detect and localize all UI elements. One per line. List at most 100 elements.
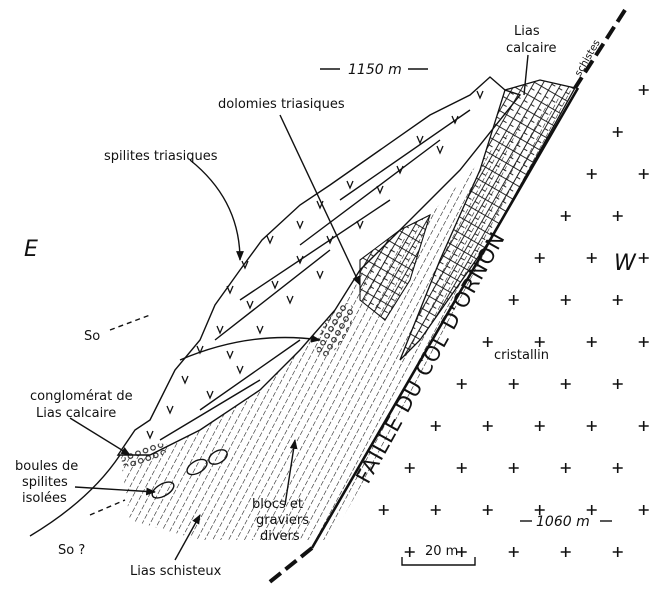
- v-mark: [376, 185, 384, 195]
- cross-mark: [404, 547, 415, 557]
- v-mark: [166, 405, 174, 415]
- v-mark: [236, 365, 244, 375]
- label-lias-calcaire-top: Lias: [514, 24, 540, 39]
- cross-mark: [482, 505, 493, 515]
- cross-mark: [534, 505, 545, 515]
- label-blocs: blocs et: [252, 497, 303, 512]
- v-mark: [241, 260, 249, 270]
- v-mark: [436, 145, 444, 155]
- spilite-boulder: [151, 481, 175, 499]
- v-mark: [226, 285, 234, 295]
- cross-mark: [508, 463, 519, 473]
- scale-bar: [401, 557, 476, 566]
- cross-mark: [430, 505, 441, 515]
- label-dolomies: dolomies triasiques: [218, 97, 345, 112]
- v-mark: [206, 390, 214, 400]
- v-mark: [416, 135, 424, 145]
- v-mark: [476, 90, 484, 100]
- cross-mark: [430, 421, 441, 431]
- spilite-boulder: [186, 458, 208, 476]
- altitude-top: 1150 m: [348, 62, 402, 78]
- cross-mark: [638, 169, 649, 179]
- cross-mark: [612, 463, 623, 473]
- v-mark: [216, 325, 224, 335]
- cross-mark: [508, 547, 519, 557]
- cross-mark: [534, 421, 545, 431]
- dolomies-zone: [359, 213, 431, 321]
- cross-mark: [638, 253, 649, 263]
- cross-mark: [612, 211, 623, 221]
- label-arrows: [29, 54, 529, 561]
- label-blocs: graviers: [256, 513, 309, 528]
- v-mark: [346, 180, 354, 190]
- conglomerat-base: [121, 443, 169, 467]
- cross-mark: [612, 127, 623, 137]
- v-mark: [356, 220, 364, 230]
- altitude-bottom: 1060 m: [536, 514, 590, 530]
- label-conglomerat: conglomérat de: [30, 389, 133, 404]
- cross-mark: [378, 505, 389, 515]
- spilite-boulder: [208, 449, 228, 465]
- v-mark: [246, 300, 254, 310]
- cross-mark: [586, 421, 597, 431]
- cristallin-crosses: [378, 85, 649, 557]
- v-mark: [286, 295, 294, 305]
- cross-mark: [638, 337, 649, 347]
- v-mark: [271, 280, 279, 290]
- label-so-question: So ?: [58, 543, 85, 558]
- cross-mark: [638, 85, 649, 95]
- label-conglomerat: Lias calcaire: [36, 406, 116, 421]
- spilite-fractures: [159, 109, 471, 441]
- spilites-zone: [116, 76, 522, 456]
- cross-mark: [482, 337, 493, 347]
- cross-mark: [456, 547, 467, 557]
- label-cristallin: cristallin: [494, 348, 549, 363]
- cross-mark: [586, 253, 597, 263]
- cross-mark: [560, 463, 571, 473]
- v-mark: [256, 325, 264, 335]
- cross-mark: [612, 295, 623, 305]
- label-blocs: divers: [260, 529, 300, 544]
- label-spilites: spilites triasiques: [104, 149, 218, 164]
- cross-mark: [560, 547, 571, 557]
- cross-mark: [586, 169, 597, 179]
- cross-mark: [534, 253, 545, 263]
- cross-mark: [508, 379, 519, 389]
- label-boules: isolées: [22, 491, 67, 506]
- cross-mark: [586, 505, 597, 515]
- v-mark: [316, 270, 324, 280]
- label-schistes: schistes: [573, 38, 603, 78]
- v-mark: [181, 375, 189, 385]
- label-so: So: [84, 329, 100, 344]
- v-mark: [146, 430, 154, 440]
- v-mark: [266, 235, 274, 245]
- dashed-markers: [89, 314, 151, 516]
- cross-mark: [560, 211, 571, 221]
- conglomerat-dots: [316, 303, 354, 357]
- label-boules: boules de: [15, 459, 78, 474]
- label-west: W: [614, 251, 637, 276]
- cross-mark: [534, 337, 545, 347]
- cross-mark: [586, 337, 597, 347]
- cross-mark: [638, 505, 649, 515]
- cross-mark: [508, 295, 519, 305]
- cross-mark: [560, 295, 571, 305]
- lias-calcaire-band: [399, 79, 576, 361]
- label-east: E: [24, 237, 38, 262]
- cross-mark: [404, 463, 415, 473]
- label-lias-calcaire-top: calcaire: [506, 41, 557, 56]
- scale-label: 20 m: [425, 544, 458, 559]
- cross-mark: [482, 421, 493, 431]
- label-boules: spilites: [22, 475, 68, 490]
- label-lias-schisteux: Lias schisteux: [130, 564, 222, 579]
- cross-mark: [456, 379, 467, 389]
- cross-mark: [456, 463, 467, 473]
- cross-mark: [612, 547, 623, 557]
- cross-mark: [560, 379, 571, 389]
- fault-line: [264, 8, 627, 587]
- v-mark: [196, 345, 204, 355]
- v-mark: [296, 220, 304, 230]
- v-mark: [226, 350, 234, 360]
